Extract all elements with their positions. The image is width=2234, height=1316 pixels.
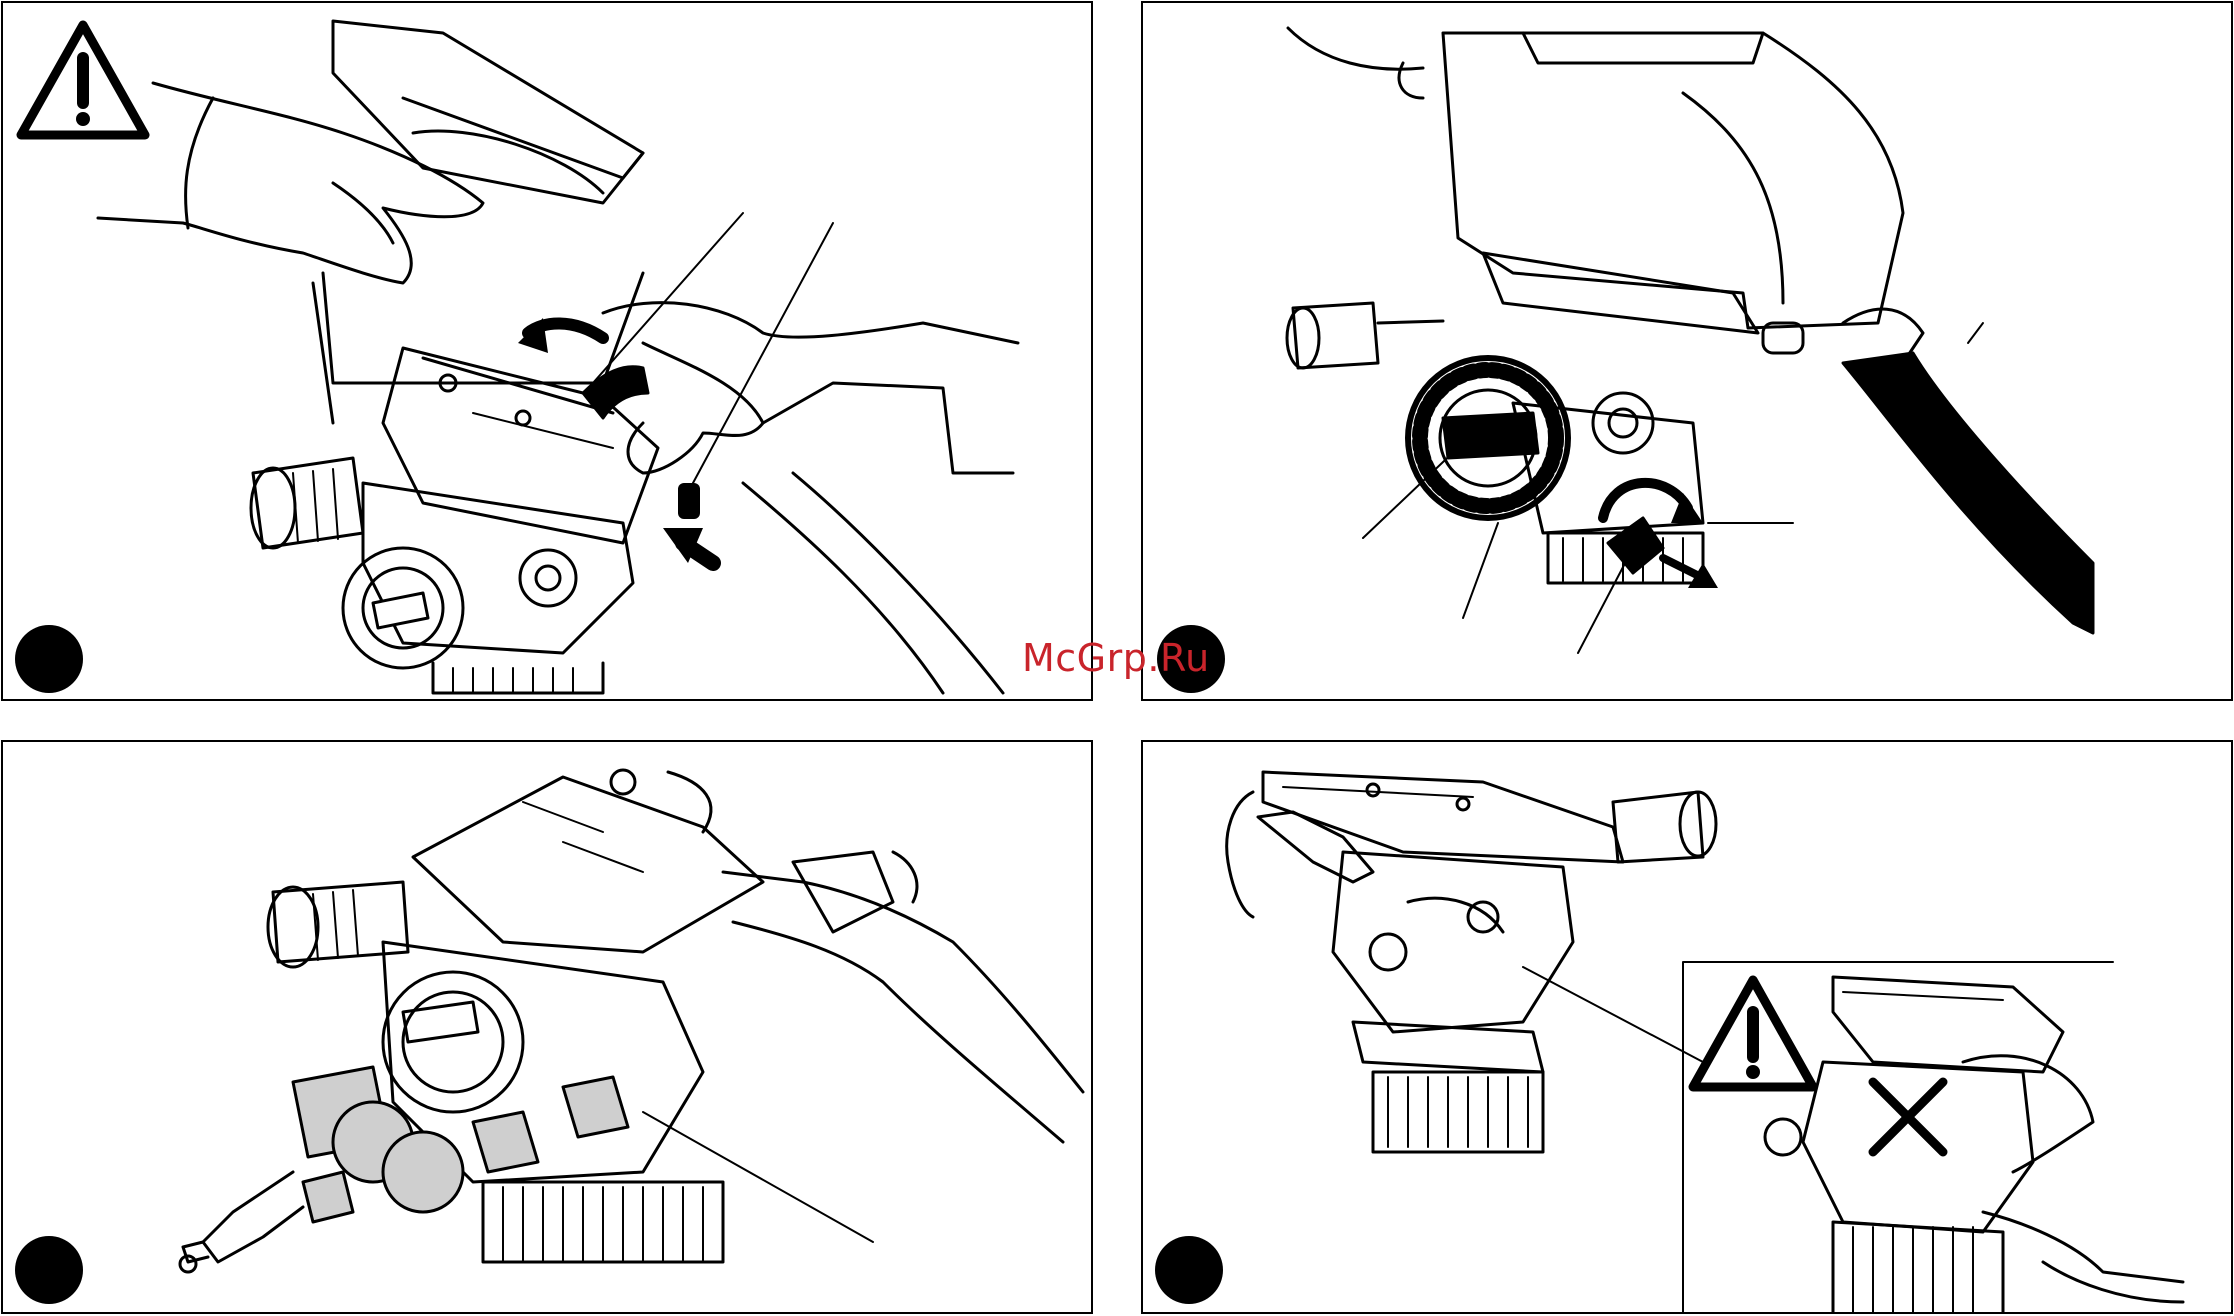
- step-number-dot: [1155, 1236, 1223, 1304]
- illustration-panel-4: [1141, 740, 2233, 1314]
- illustration-panel-1: [1, 1, 1093, 701]
- cross-icon: [1873, 1082, 1943, 1152]
- warning-triangle-icon: [21, 25, 145, 135]
- watermark: McGrp.Ru: [1022, 636, 1210, 680]
- counterbalance-adjustment-illustration: [1143, 3, 2233, 701]
- fluid-head-warning-illustration: [1143, 742, 2233, 1314]
- warning-triangle-icon: [1693, 980, 1813, 1087]
- step-number-dot: [15, 625, 83, 693]
- illustration-panel-3: [1, 740, 1093, 1314]
- illustration-panel-2: [1141, 1, 2233, 701]
- accessory-arm-illustration: [3, 742, 1093, 1314]
- step-number-dot: [15, 1236, 83, 1304]
- camera-mounting-illustration: [3, 3, 1093, 701]
